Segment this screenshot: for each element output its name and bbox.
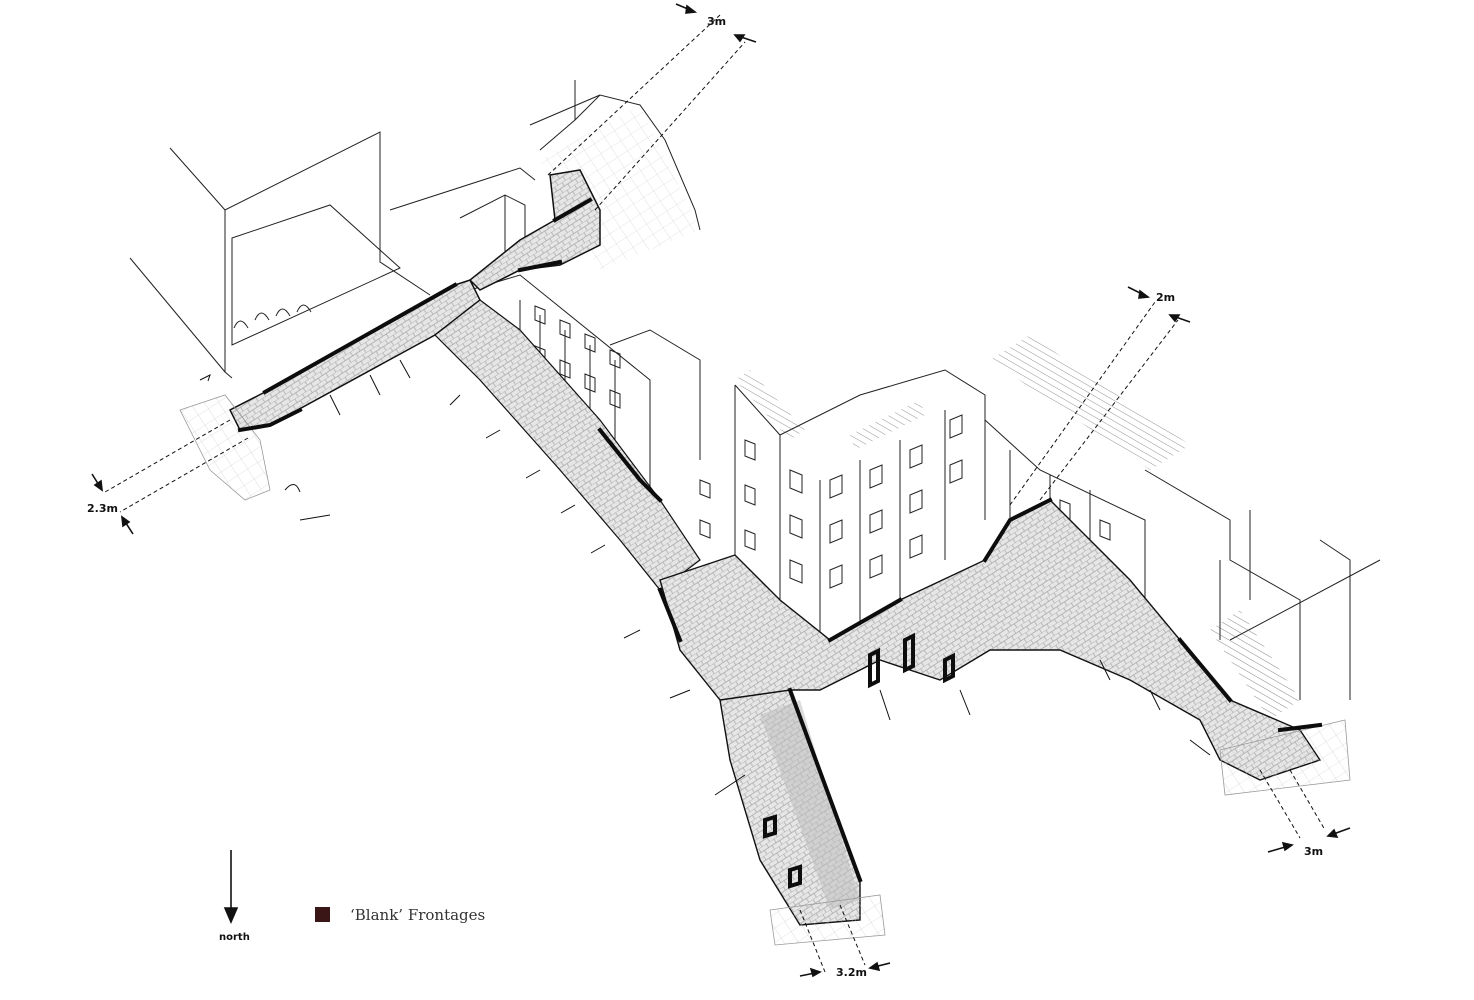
- paved-street-network: [179, 169, 1351, 946]
- lane-west: [228, 279, 481, 431]
- square-west: [179, 394, 271, 501]
- north-arrow-icon: [223, 850, 239, 925]
- dimension-arrows: [91, 3, 1351, 978]
- blank-frontages: [237, 197, 1323, 889]
- dimension-label-left: 2.3m: [87, 502, 118, 515]
- dimension-label-bottom-right: 3m: [1304, 845, 1323, 858]
- legend-swatch: [315, 907, 330, 922]
- dimension-label-top-right: 3m: [707, 15, 726, 28]
- north-label: north: [219, 932, 250, 943]
- legend-label: ‘Blank’ Frontages: [350, 906, 485, 924]
- lane-top-right: [468, 169, 601, 291]
- square-south: [769, 894, 886, 946]
- square-south-east: [1219, 719, 1351, 796]
- dimension-label-right: 2m: [1156, 291, 1175, 304]
- street-main-diagonal: [434, 299, 701, 591]
- dimension-lines: [104, 14, 1326, 973]
- frontage-ticks: [199, 359, 1211, 796]
- dimension-label-bottom: 3.2m: [836, 966, 867, 979]
